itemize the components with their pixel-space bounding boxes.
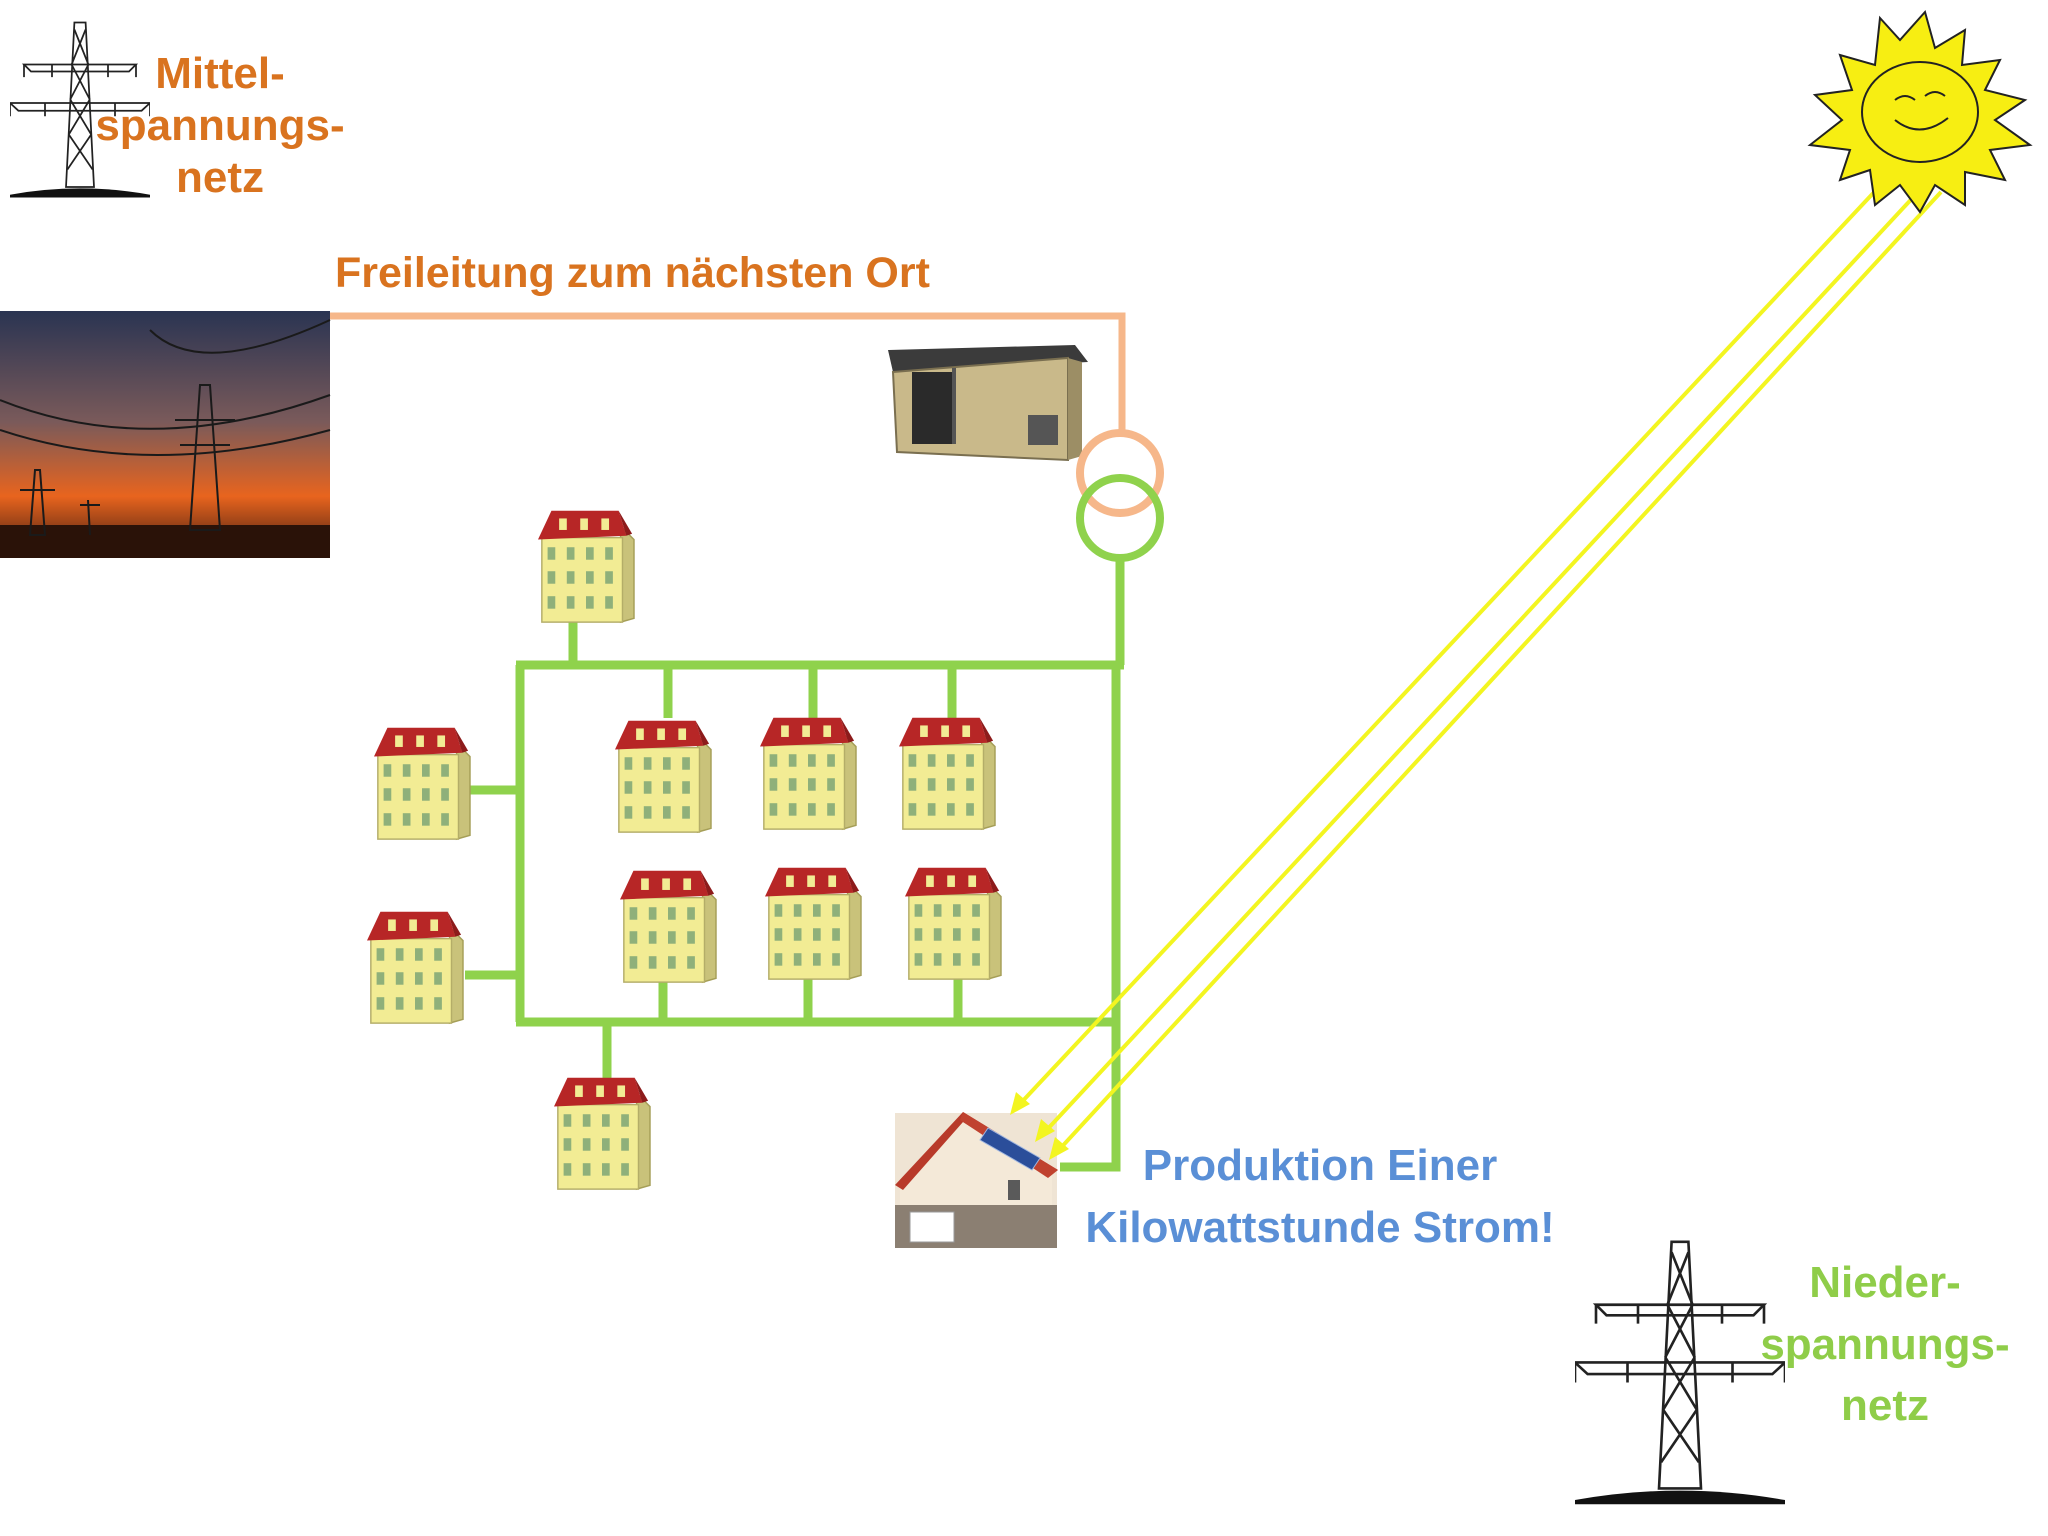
sun-icon <box>1807 9 2033 214</box>
solar-house-icon <box>895 1112 1058 1248</box>
production-line-2: Kilowattstunde Strom! <box>1085 1203 1555 1253</box>
medium-voltage-line-1: Mittel- <box>155 49 285 98</box>
apartment-building-icon <box>366 911 464 1024</box>
apartment-building-icon <box>759 717 857 830</box>
apartment-building-icon <box>904 867 1002 980</box>
production-label: Produktion Einer Kilowattstunde Strom! <box>1060 1135 1580 1260</box>
apartment-building-icon <box>537 510 635 623</box>
medium-voltage-line-2: spannungs- <box>95 100 345 150</box>
apartment-building-icon <box>619 870 717 983</box>
overhead-line-label: Freileitung zum nächsten Ort <box>335 249 930 297</box>
ray-arrowheads <box>1010 1092 1069 1160</box>
overhead-line <box>330 312 1126 436</box>
apartment-buildings <box>366 510 1002 1190</box>
sun-rays <box>1016 186 1943 1154</box>
low-voltage-line-2: spannungs- <box>1760 1319 2010 1369</box>
transformer-icon <box>1076 429 1164 562</box>
sunset-pylons-photo <box>0 311 331 558</box>
apartment-building-icon <box>373 727 471 840</box>
medium-voltage-label: Mittel- spannungs- netz <box>90 48 350 204</box>
apartment-building-icon <box>764 867 862 980</box>
apartment-building-icon <box>614 720 712 833</box>
medium-voltage-line-3: netz <box>176 152 264 202</box>
low-voltage-grid <box>465 558 1125 1172</box>
low-voltage-line-3: netz <box>1841 1381 1929 1431</box>
substation-icon <box>888 345 1088 462</box>
production-line-1: Produktion Einer <box>1142 1141 1498 1190</box>
low-voltage-line-1: Nieder- <box>1809 1258 1961 1307</box>
low-voltage-label: Nieder- spannungs- netz <box>1745 1252 2025 1437</box>
apartment-building-icon <box>898 717 996 830</box>
apartment-building-icon <box>553 1077 651 1190</box>
